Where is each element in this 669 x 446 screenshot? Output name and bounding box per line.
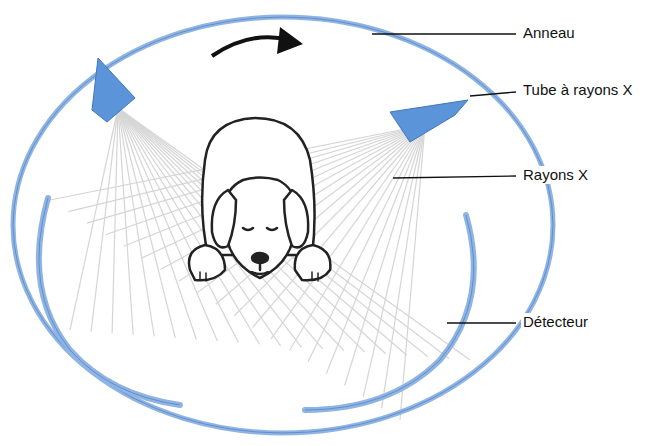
leader-lines (372, 34, 516, 323)
x-ray-beams (50, 108, 470, 420)
xray-tube (390, 100, 468, 142)
ray (112, 108, 118, 333)
ring-edge (13, 17, 553, 433)
ray (118, 108, 133, 335)
ray (118, 108, 323, 349)
ring (13, 17, 553, 433)
detector (305, 215, 474, 410)
xray-tube (92, 58, 135, 122)
xray-label: Rayons X (521, 166, 590, 184)
ray (345, 125, 425, 385)
ray (363, 125, 425, 397)
ray (118, 108, 344, 351)
ray (118, 108, 449, 358)
ring-label: Anneau (521, 24, 577, 42)
ray (326, 125, 425, 374)
ray (91, 108, 118, 332)
detector (39, 198, 180, 405)
detector-edge (39, 198, 180, 405)
arrow-head (277, 27, 303, 54)
ray (70, 108, 118, 330)
detector-edge (305, 215, 474, 410)
ray (382, 125, 425, 408)
xray-tube-label: Tube à rayons X (521, 81, 635, 99)
ray (118, 108, 428, 357)
ray (118, 108, 196, 339)
dog (189, 118, 330, 281)
detector-label: Détecteur (521, 313, 590, 331)
